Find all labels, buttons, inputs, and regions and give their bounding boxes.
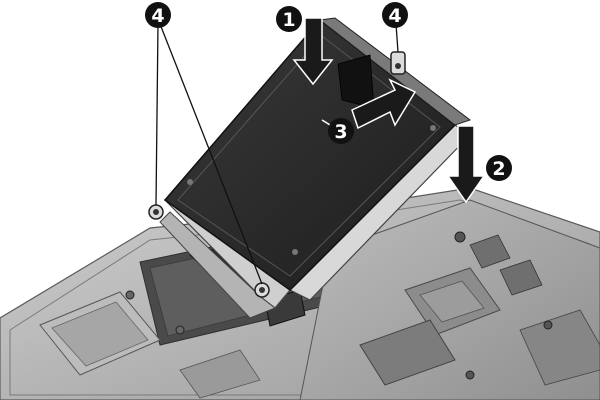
drive-bracket	[159, 124, 471, 319]
slide-arrow-icon	[351, 78, 417, 130]
screw-right-icon	[390, 51, 406, 75]
callout-2: 2	[486, 155, 512, 181]
callout-label: 2	[492, 158, 505, 180]
callout-label: 4	[151, 5, 164, 27]
callout-label: 3	[334, 121, 347, 143]
callout-badge	[382, 2, 408, 28]
callout-4-left: 4	[145, 2, 171, 28]
motherboard	[299, 199, 600, 400]
callout-label: 1	[282, 9, 295, 31]
callout-4-right: 4	[382, 2, 408, 28]
screw-left-icon	[148, 204, 164, 220]
down-arrow-icon	[446, 125, 486, 204]
callout-3: 3	[328, 118, 354, 144]
callout-1: 1	[276, 6, 302, 32]
callout-badge	[145, 2, 171, 28]
left-module	[39, 290, 261, 399]
chip	[359, 319, 456, 386]
leader-lines	[155, 23, 399, 285]
screw-bottom-icon	[254, 282, 270, 298]
callout-badge	[486, 155, 512, 181]
callout-badge	[328, 118, 354, 144]
callout-badge	[276, 6, 302, 32]
down-arrow-icon	[292, 17, 334, 86]
callout-label: 4	[388, 5, 401, 27]
